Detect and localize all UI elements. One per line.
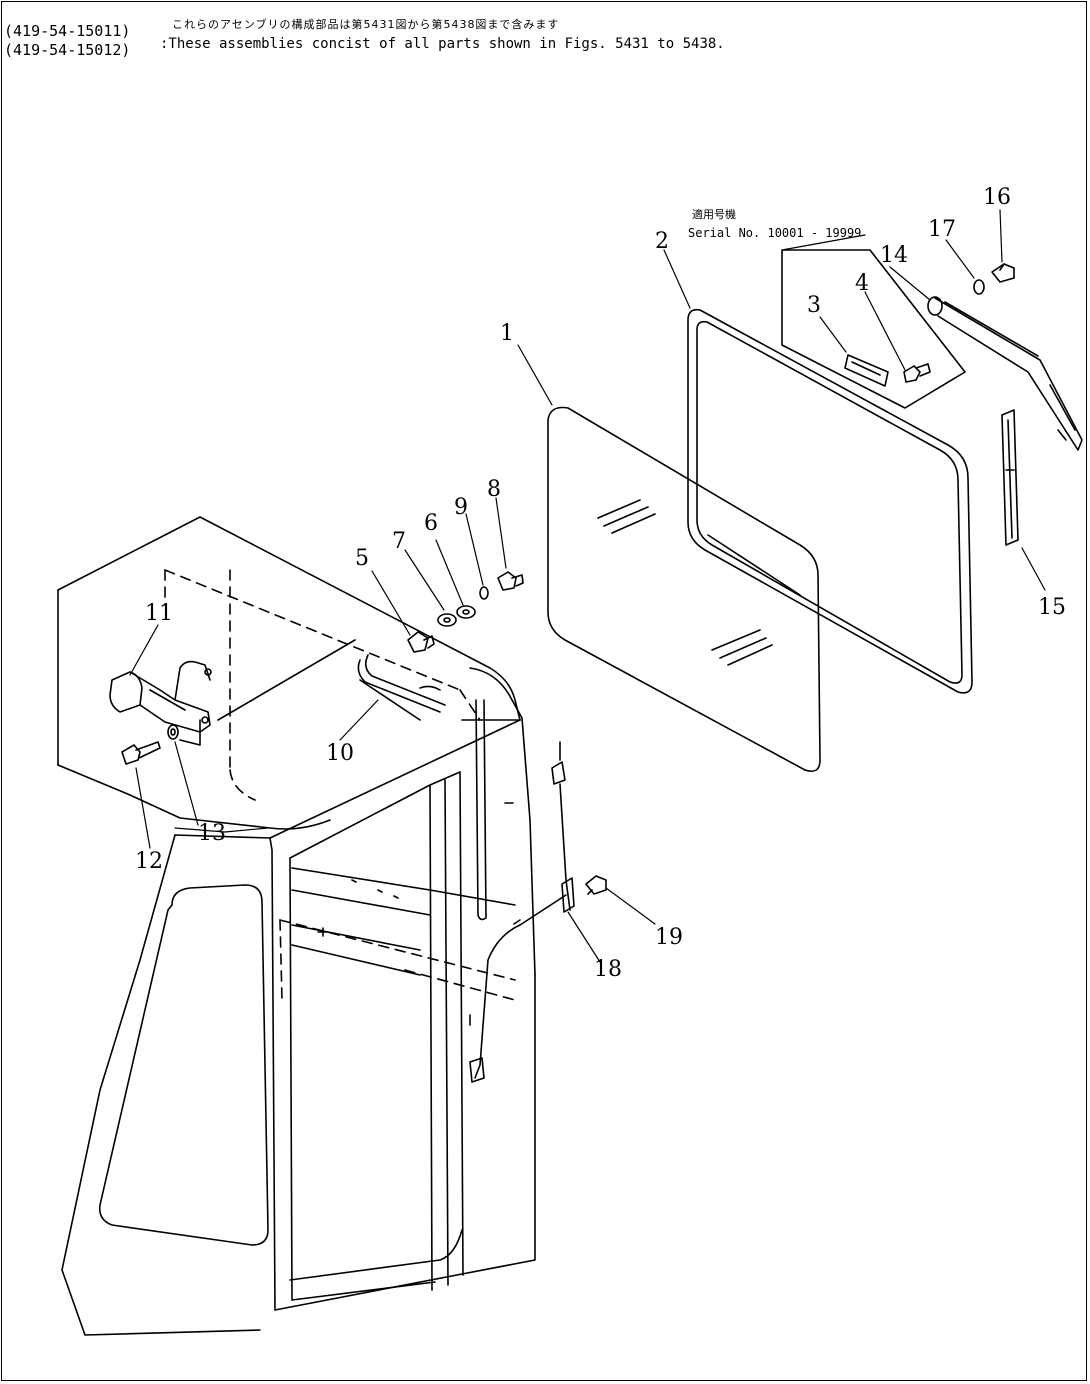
callout-3: 3 [807,293,821,318]
assembly-codes: (419-54-15011) (419-54-15012) [4,22,130,60]
callout-10: 10 [326,741,354,766]
callout-8: 8 [487,477,501,502]
wiper-arm [927,296,1083,451]
callout-15: 15 [1038,595,1066,620]
window-glass [547,406,821,773]
note-english: :These assemblies concist of all parts s… [160,36,725,52]
callout-4: 4 [855,271,869,296]
callout-12: 12 [135,849,163,874]
serial-label-jp: 適用号機 [692,207,736,221]
hidden-edges [164,569,516,1001]
wiper-motor [109,660,212,746]
lock-rod [469,741,575,1083]
bolt-12 [121,741,161,765]
callout-16: 16 [983,185,1011,210]
washer-13 [167,724,179,740]
assembly-code-2: (419-54-15012) [4,41,131,59]
callout-19: 19 [655,925,683,950]
callout-17: 17 [928,217,956,242]
pivot-parts [407,571,524,653]
note-japanese: これらのアセンブリの構成部品は第5431図から第5438図まで含みます [172,18,560,31]
callout-13: 13 [198,821,226,846]
wiper-blade [1001,409,1019,546]
callout-2: 2 [655,229,669,254]
callout-1: 1 [500,321,514,346]
callout-7: 7 [392,529,406,554]
cab-body [57,516,536,1336]
callout-5: 5 [355,546,369,571]
serial-bracket [781,249,966,409]
bolt-19 [585,875,607,895]
callout-18: 18 [594,957,622,982]
window-frame [687,308,973,694]
leader-lines [129,209,1046,963]
wiper-link [217,639,521,721]
callout-11: 11 [145,601,173,626]
callout-6: 6 [424,511,438,536]
callout-14: 14 [880,243,908,268]
assembly-code-1: (419-54-15011) [4,22,131,40]
washer-17 [973,279,985,295]
bolt-16 [991,263,1015,283]
callout-9: 9 [454,495,468,520]
callout-numbers: 1 2 3 4 5 6 7 8 9 10 11 12 13 14 15 16 1… [135,185,1066,982]
serial-label-en: Serial No. 10001 - 19999 [688,226,861,240]
